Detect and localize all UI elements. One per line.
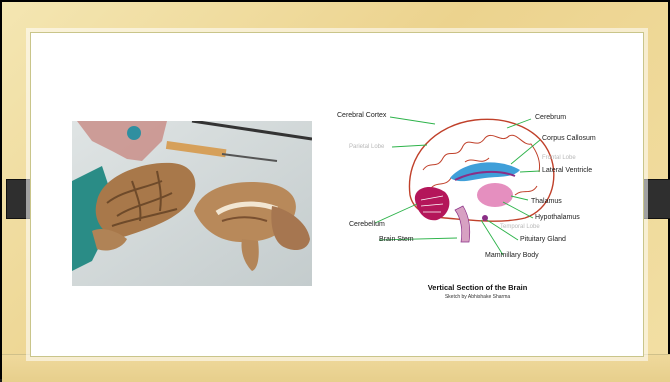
label-cerebral-cortex: Cerebral Cortex	[337, 112, 386, 119]
label-thalamus: Thalamus	[531, 198, 562, 205]
bottom-strip	[2, 354, 670, 382]
label-temporal-lobe: Temporal Lobe	[500, 224, 540, 230]
brain-section-diagram: Cerebral Cortex Parietal Lobe Cerebellum…	[335, 100, 620, 304]
label-parietal-lobe: Parietal Lobe	[349, 144, 384, 150]
label-cerebrum: Cerebrum	[535, 114, 566, 121]
label-frontal-lobe: Frontal Lobe	[542, 155, 576, 161]
diagram-caption: Vertical Section of the Brain	[335, 283, 620, 292]
label-corpus-callosum: Corpus Callosum	[542, 135, 596, 142]
label-cerebellum: Cerebellum	[349, 221, 385, 228]
label-brain-stem: Brain Stem	[379, 236, 414, 243]
label-lateral-ventricle: Lateral Ventricle	[542, 167, 592, 174]
brain-specimen-photo	[72, 121, 312, 286]
brain-specimen-illustration	[72, 121, 312, 286]
diagram-credit: Sketch by Abhishake Sharma	[335, 294, 620, 300]
label-hypothalamus: Hypothalamus	[535, 214, 580, 221]
label-pituitary-gland: Pituitary Gland	[520, 236, 566, 243]
brain-diagram-drawing	[335, 100, 620, 304]
label-mammillary-body: Mammillary Body	[485, 252, 539, 259]
